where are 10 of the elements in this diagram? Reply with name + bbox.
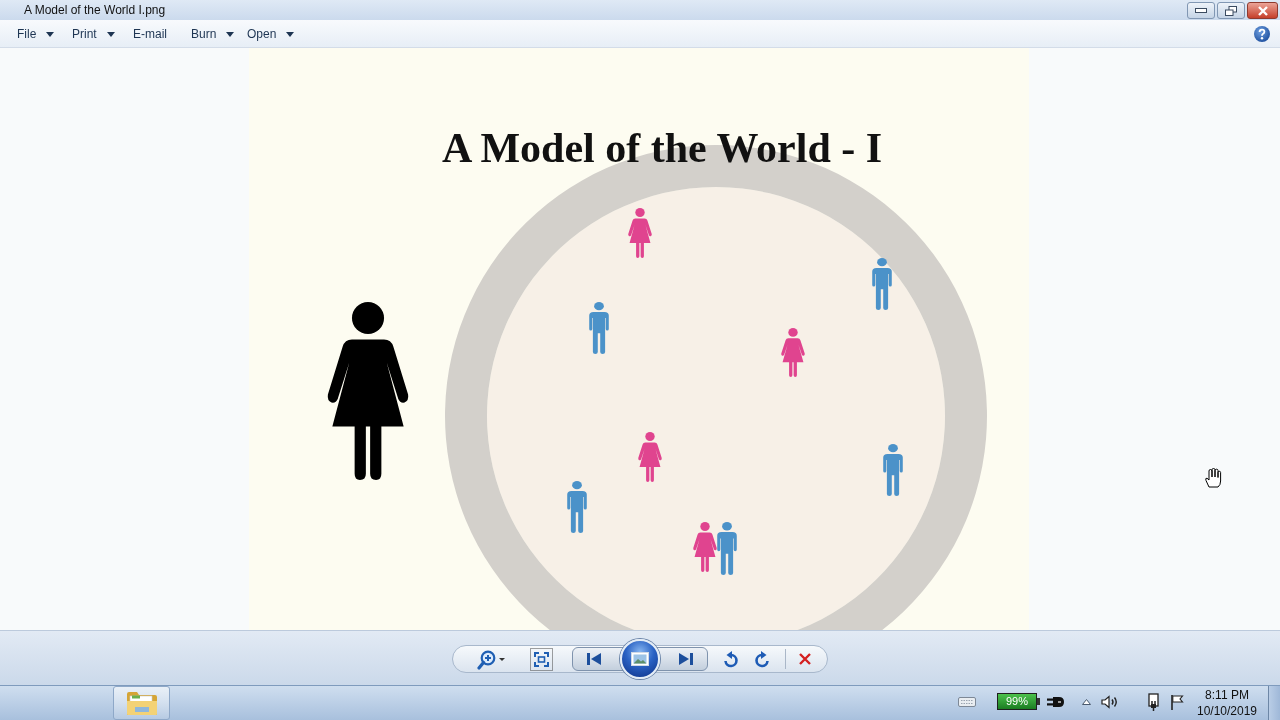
open-menu: Open (244, 24, 298, 44)
clock-date: 10/10/2019 (1196, 704, 1258, 718)
burn-menu: Burn (188, 24, 238, 44)
battery-indicator: 99% (997, 693, 1040, 710)
print-menu: Print (69, 24, 118, 44)
file-menu: File (14, 24, 58, 44)
slide-title: A Model of the World - I (441, 127, 883, 169)
email-menu: E-mail (130, 24, 170, 44)
clock-time: 8:11 PM (1205, 688, 1249, 702)
window-title: A Model of the World I.png (24, 3, 166, 17)
